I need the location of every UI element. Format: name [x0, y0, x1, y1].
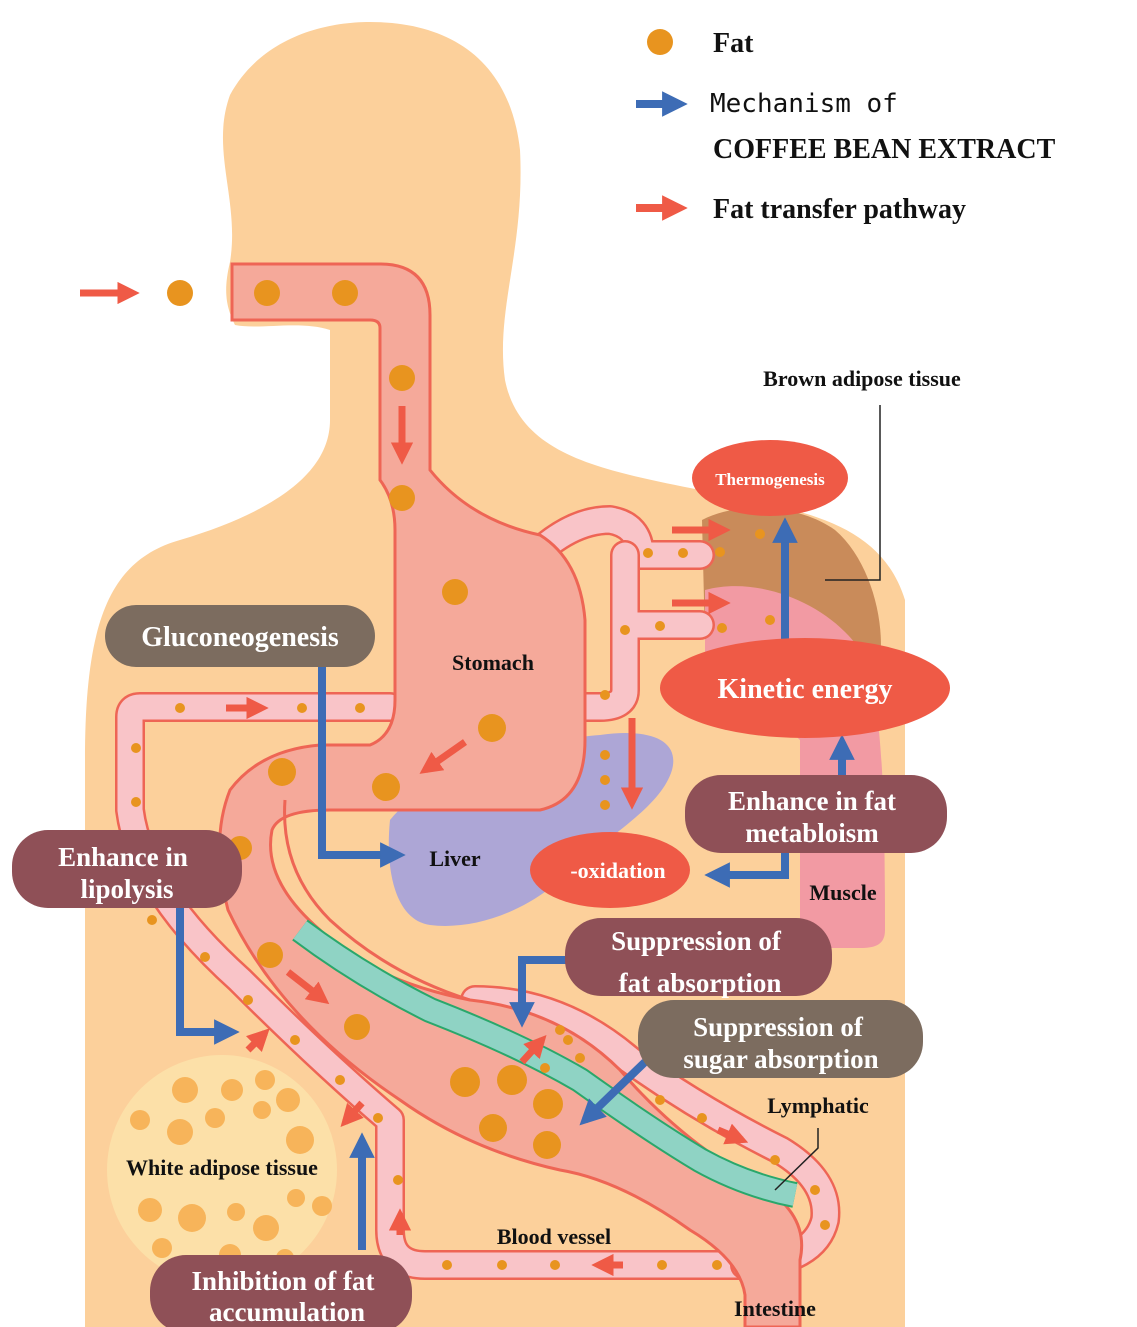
label-supp-sugar-line1: Suppression of: [693, 1012, 864, 1042]
label-lipolysis-line2: lipolysis: [80, 874, 173, 904]
label-lymphatic: Lymphatic: [767, 1093, 869, 1118]
label-intestine: Intestine: [734, 1296, 816, 1321]
legend-mechanism-line1: Mechanism of: [710, 89, 898, 119]
legend-pathway: Fat transfer pathway: [713, 194, 966, 225]
label-kinetic-energy: Kinetic energy: [718, 674, 893, 705]
label-white-adipose: White adipose tissue: [126, 1155, 318, 1180]
label-supp-fat-line1: Suppression of: [611, 926, 782, 956]
label-brown-adipose: Brown adipose tissue: [763, 366, 961, 391]
label-supp-sugar-line2: sugar absorption: [683, 1044, 878, 1074]
legend-fat: Fat: [713, 28, 754, 59]
label-gluconeogenesis: Gluconeogenesis: [141, 622, 339, 653]
label-muscle: Muscle: [809, 880, 876, 905]
label-thermogenesis: Thermogenesis: [715, 470, 825, 489]
label-fat-metabolism-line1: Enhance in fat: [728, 786, 896, 816]
label-oxidation: -oxidation: [570, 858, 665, 883]
label-lipolysis-line1: Enhance in: [58, 842, 188, 872]
label-inhibition-line1: Inhibition of fat: [191, 1266, 374, 1296]
label-inhibition-line2: accumulation: [209, 1297, 365, 1327]
legend-mechanism-line2: COFFEE BEAN EXTRACT: [713, 134, 1056, 165]
label-supp-fat-line2: fat absorption: [619, 968, 782, 998]
legend: Fat Mechanism of COFFEE BEAN EXTRACT Fat…: [636, 28, 1056, 225]
legend-fat-icon: [647, 29, 673, 55]
label-fat-metabolism-line2: metabloism: [745, 818, 879, 848]
label-blood-vessel: Blood vessel: [497, 1224, 611, 1249]
label-liver: Liver: [429, 846, 481, 871]
label-stomach: Stomach: [452, 650, 534, 675]
